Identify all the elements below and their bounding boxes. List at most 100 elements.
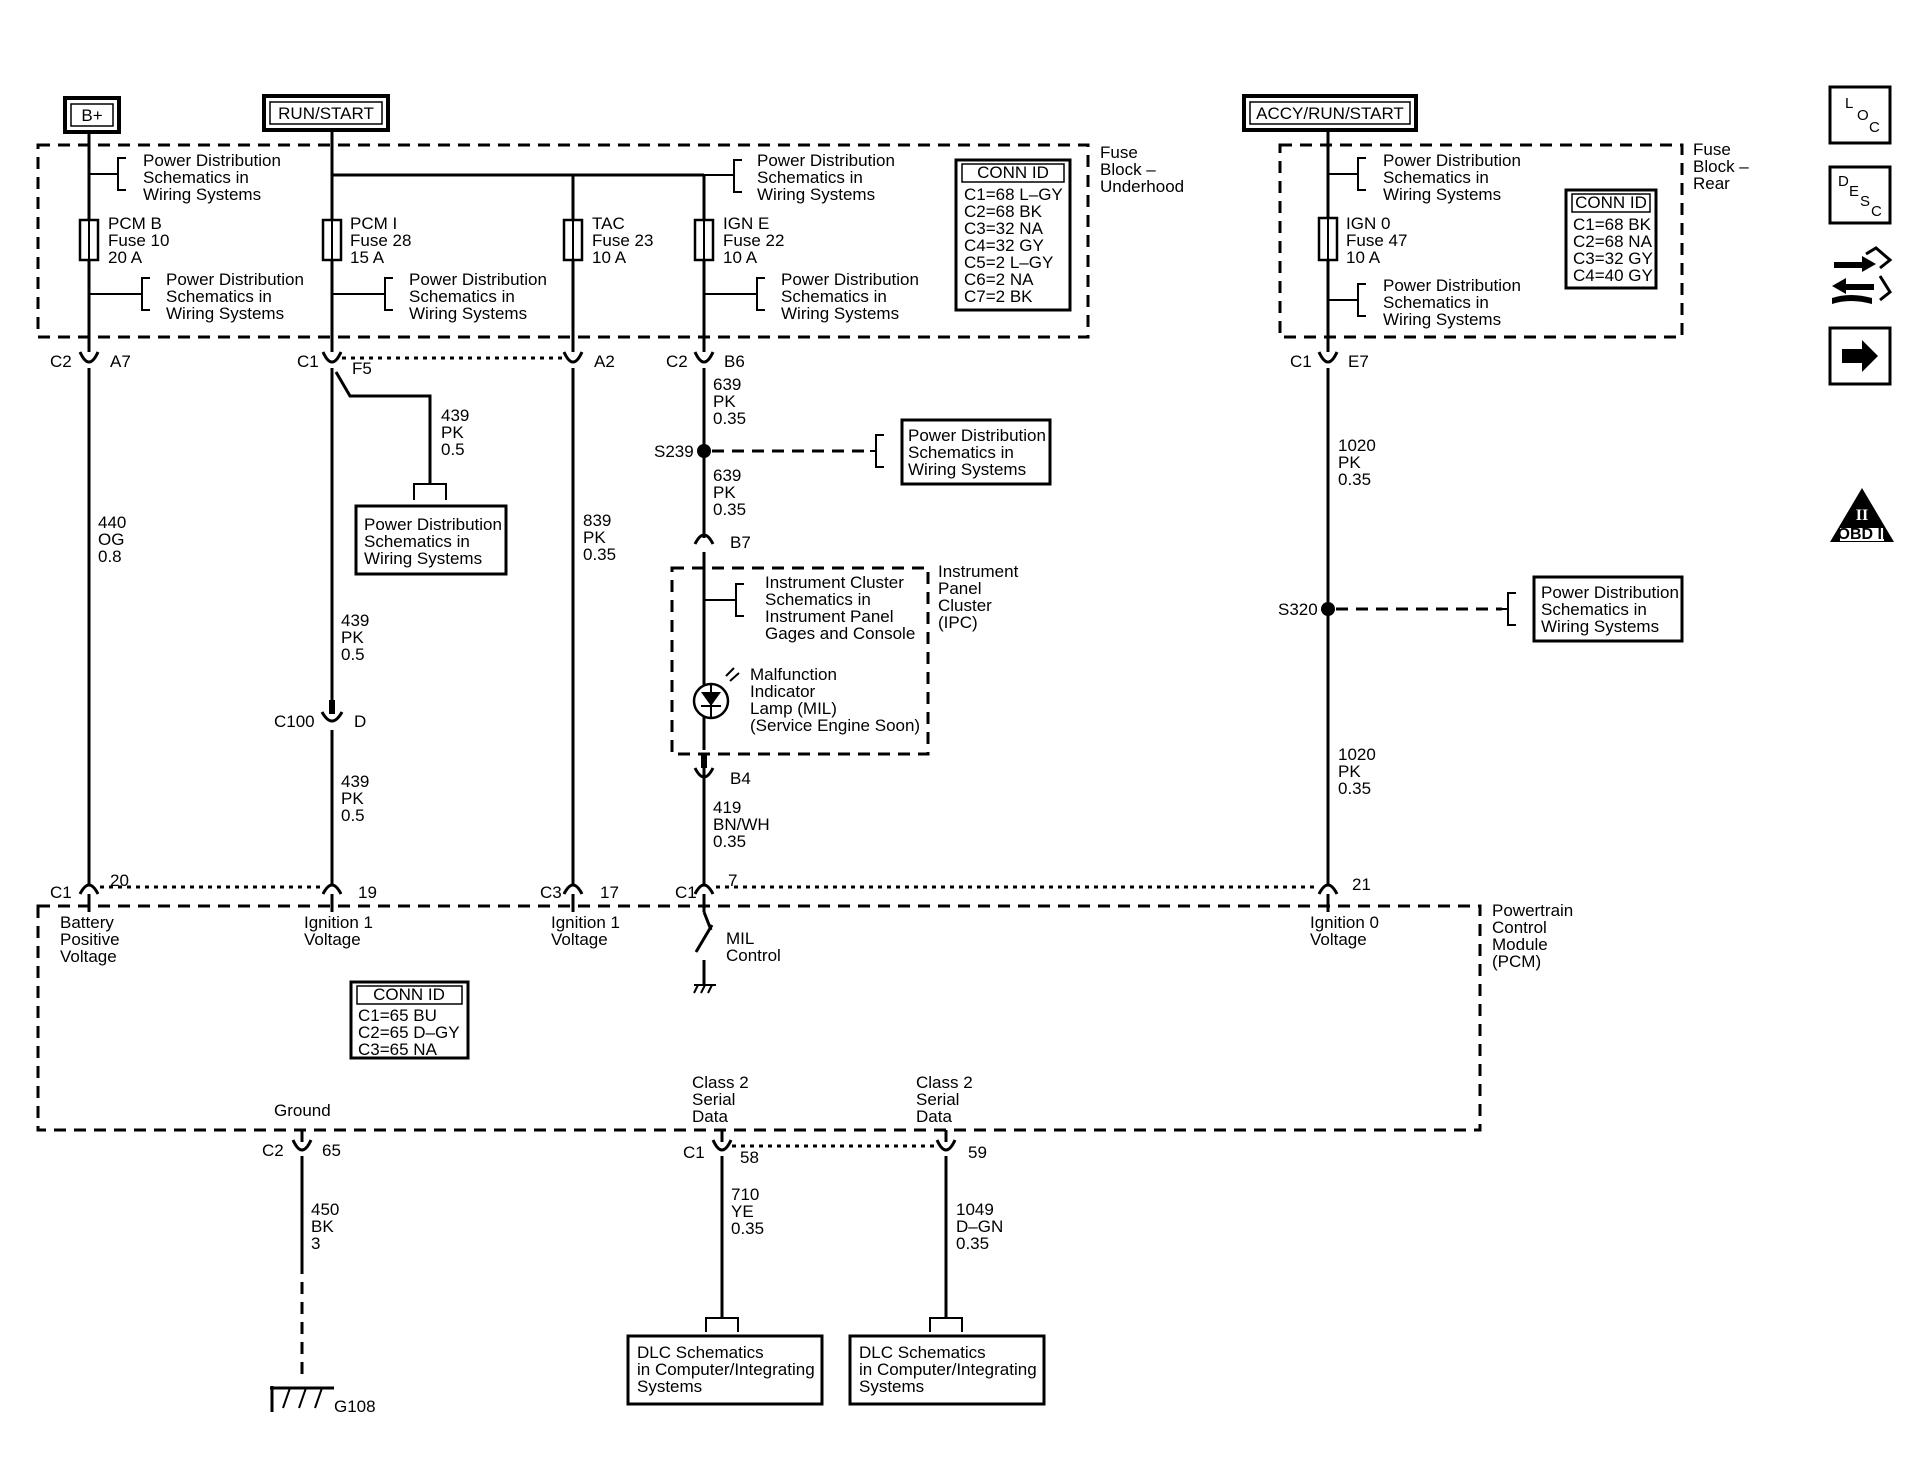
- description-icon[interactable]: D E S C: [1828, 165, 1892, 225]
- svg-text:17: 17: [600, 883, 619, 902]
- svg-text:D: D: [354, 712, 366, 731]
- location-icon[interactable]: L O C: [1828, 85, 1892, 145]
- svg-text:S: S: [1860, 193, 1870, 210]
- svg-text:F5: F5: [352, 359, 372, 378]
- svg-text:ACCY/RUN/START: ACCY/RUN/START: [1256, 104, 1404, 123]
- connector-c2-a7: C2 A7: [50, 351, 131, 371]
- accy-run-start-label: ACCY/RUN/START: [1242, 94, 1418, 132]
- svg-text:C3: C3: [540, 883, 562, 902]
- svg-text:CONN ID: CONN ID: [977, 163, 1049, 182]
- svg-text:19: 19: [358, 883, 377, 902]
- svg-text:65: 65: [322, 1141, 341, 1160]
- svg-text:C2: C2: [666, 352, 688, 371]
- splice-s239: S239: [654, 434, 884, 468]
- fuse-block-rear-outline: [1278, 143, 1684, 339]
- svg-text:CONN ID: CONN ID: [373, 985, 445, 1004]
- pcm-label: Powertrain Control Module (PCM): [1492, 901, 1578, 971]
- svg-text:CONN ID: CONN ID: [1575, 193, 1647, 212]
- ipc-label: Instrument Panel Cluster (IPC): [938, 562, 1023, 632]
- connector-c1-20: C1 20: [50, 871, 129, 902]
- run-start-label: RUN/START: [262, 94, 390, 132]
- connector-59: 59: [935, 1130, 987, 1162]
- fuse-block-rear-label: Fuse Block – Rear: [1693, 140, 1753, 193]
- connector-c2-65: C2 65: [262, 1130, 341, 1160]
- svg-text:C: C: [1869, 119, 1880, 136]
- svg-text:C1: C1: [50, 883, 72, 902]
- connector-c3-17: C3 17: [540, 883, 619, 902]
- connector-19: 19: [321, 883, 377, 902]
- svg-text:B4: B4: [730, 769, 751, 788]
- ipc-outline: [670, 566, 930, 756]
- ground-icon: [270, 1386, 334, 1412]
- svg-text:C: C: [1871, 203, 1882, 220]
- pcm-ground-label: Ground: [274, 1101, 331, 1120]
- connector-end-view-icon[interactable]: [1832, 246, 1893, 304]
- svg-text:O: O: [1857, 107, 1869, 124]
- connector-c2-b6: C2 B6: [666, 351, 745, 371]
- fuse-block-underhood-outline: [36, 143, 1090, 339]
- connector-c1-e7: C1 E7: [1290, 351, 1369, 371]
- svg-text:C1: C1: [675, 883, 697, 902]
- svg-text:E: E: [1849, 183, 1859, 200]
- connector-c100-d: C100 D: [274, 700, 366, 731]
- next-page-arrow-icon[interactable]: [1828, 326, 1892, 386]
- connector-a2: A2: [562, 351, 615, 371]
- svg-text:20: 20: [110, 871, 129, 890]
- svg-text:OBD II: OBD II: [1838, 526, 1887, 543]
- svg-text:21: 21: [1352, 875, 1371, 894]
- svg-text:C2: C2: [50, 352, 72, 371]
- connector-c1-58: C1 58: [683, 1130, 759, 1167]
- bplus-label: B+: [63, 96, 121, 134]
- ground-g108: G108: [334, 1397, 376, 1416]
- svg-text:E7: E7: [1348, 352, 1369, 371]
- svg-text:L: L: [1845, 95, 1853, 112]
- obd-ii-icon: II OBD II: [1830, 488, 1894, 543]
- fuse-block-underhood-label: Fuse Block – Underhood: [1100, 143, 1184, 196]
- svg-text:S320: S320: [1278, 600, 1318, 619]
- conn-id-pcm: CONN ID C1=65 BU C2=65 D–GY C3=65 NA: [349, 980, 470, 1060]
- svg-text:C1=68 BK C2=68 NA: C1=68 BK C2=68 NA C3=32 GY C4=40 GY: [1573, 215, 1657, 285]
- svg-text:C1: C1: [683, 1143, 705, 1162]
- connector-b4: B4: [693, 754, 751, 788]
- svg-text:C2: C2: [262, 1141, 284, 1160]
- svg-text:A7: A7: [110, 352, 131, 371]
- splice-s320: S320: [1278, 592, 1516, 626]
- svg-text:II: II: [1856, 507, 1868, 524]
- svg-text:B6: B6: [724, 352, 745, 371]
